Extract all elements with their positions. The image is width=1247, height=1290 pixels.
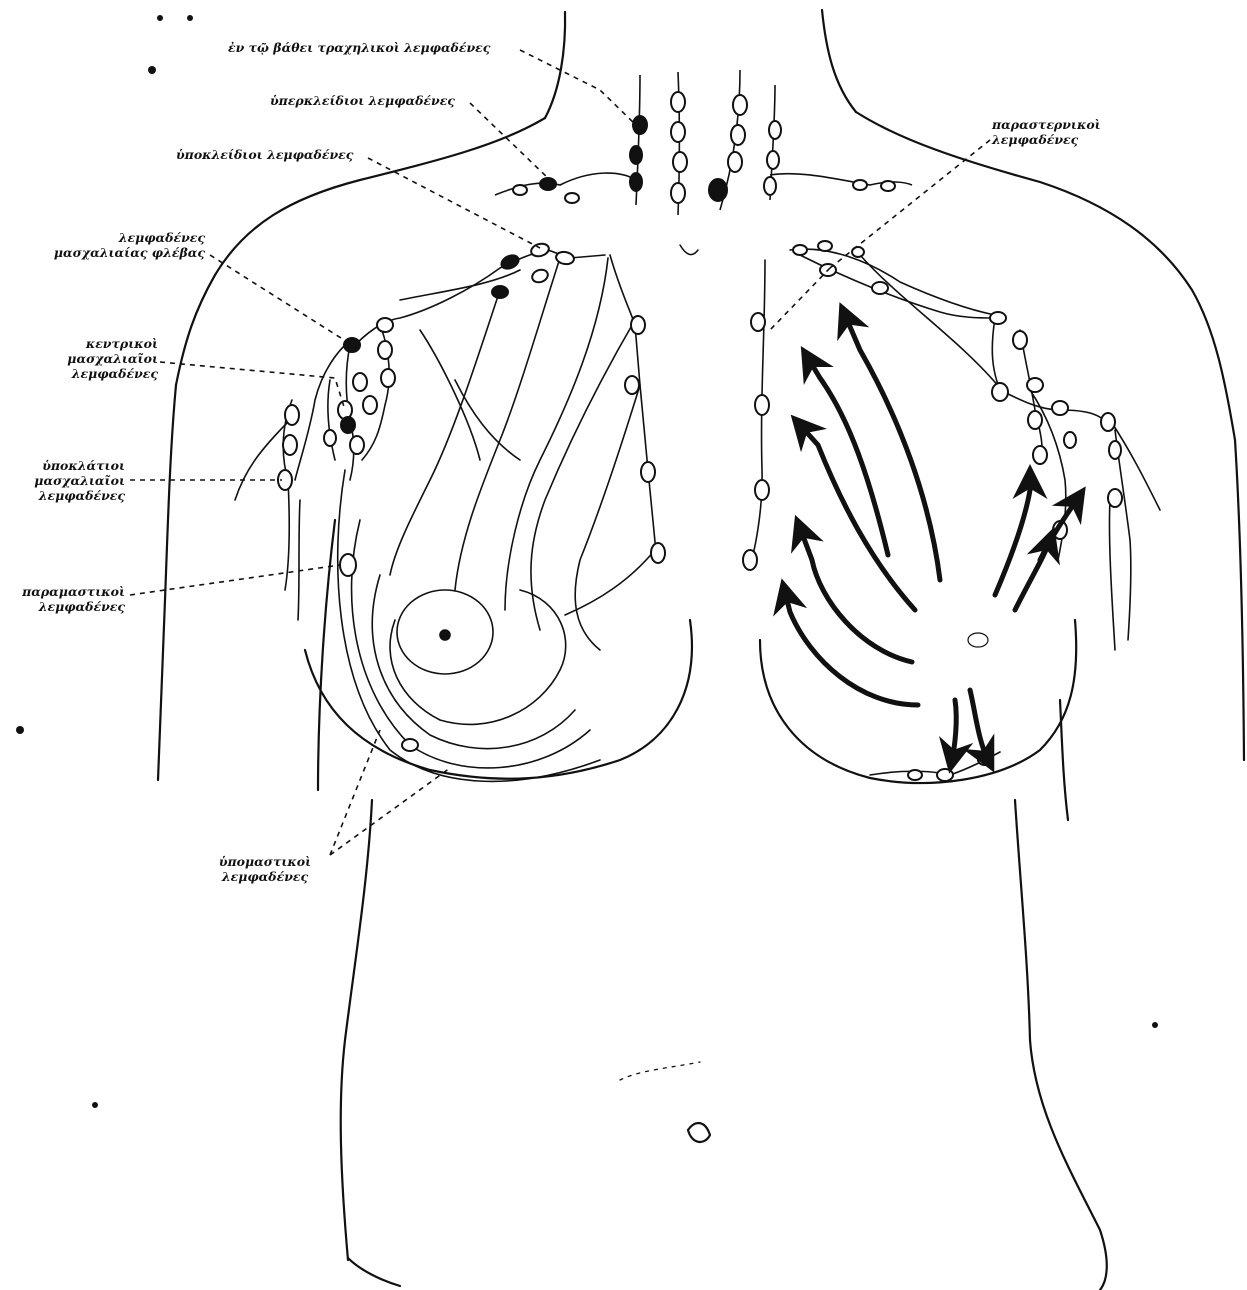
- label-submammary: ὑπομαστικοὶ λεμφαδένες: [200, 854, 330, 884]
- right-breast-vessels: [235, 250, 656, 781]
- label-infraclavicular: ὑποκλείδιοι λεμφαδένες: [176, 147, 353, 162]
- label-axillary-vein: λεμφαδένες μασχαλιαίας φλέβας: [40, 230, 205, 260]
- label-supraclavicular: ὑπερκλείδιοι λεμφαδένες: [270, 93, 455, 108]
- leader-lines: [130, 50, 990, 855]
- neck-lymph-nodes: [513, 92, 895, 203]
- label-paramammary: παραμαστικοὶ λεμφαδένες: [5, 584, 125, 614]
- neck-lymph-chains: [495, 70, 912, 215]
- label-subscapular-axillary: ὑποκλάτιοι μασχαλιαῖοι λεμφαδένες: [10, 458, 125, 503]
- right-lymph-nodes: [278, 242, 665, 751]
- label-deep-cervical: ἐν τῷ βάθει τραχηλικοὶ λεμφαδένες: [228, 40, 490, 55]
- label-parasternal: παραστερνικοὶ λεμφαδένες: [992, 117, 1101, 147]
- left-breast-vessels: [750, 249, 1160, 775]
- print-specks: [16, 15, 1158, 1108]
- body-outline: [158, 10, 1244, 1290]
- label-central-axillary: κεντρικοὶ μασχαλιαῖοι λεμφαδένες: [40, 336, 158, 381]
